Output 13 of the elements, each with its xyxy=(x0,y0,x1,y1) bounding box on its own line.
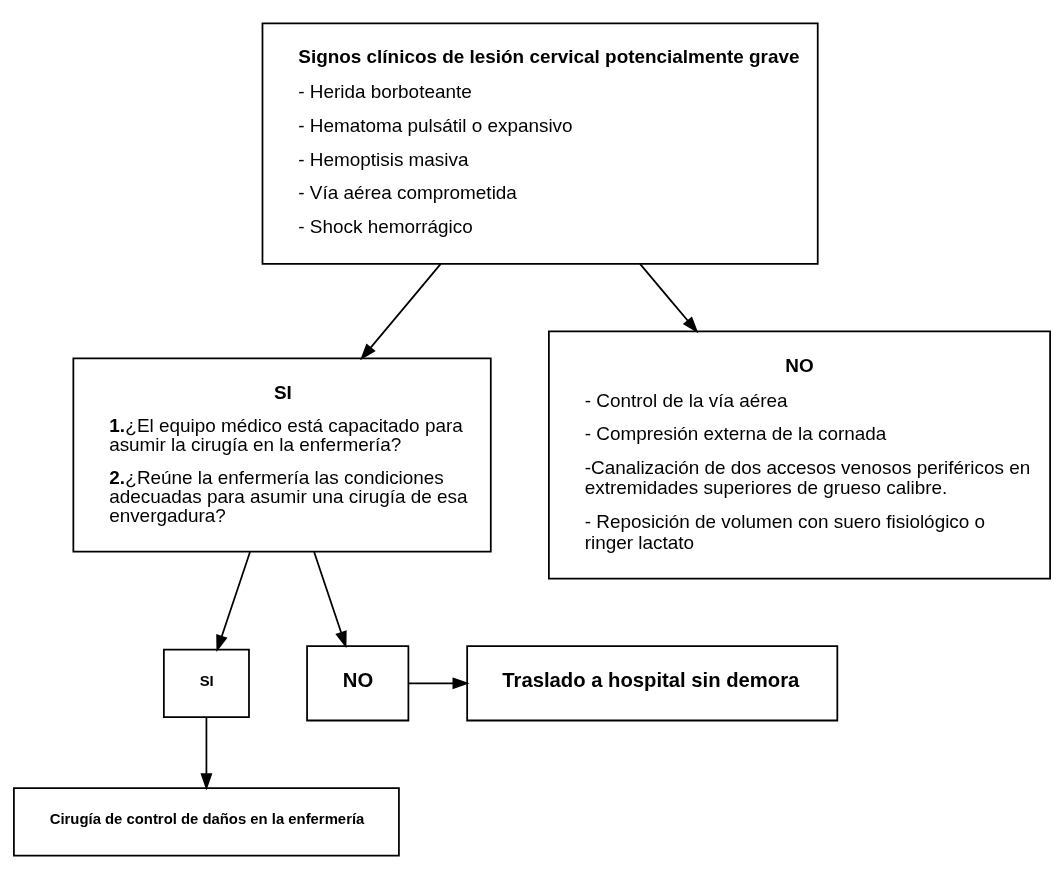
node-box: Traslado a hospital sin demora xyxy=(466,645,839,722)
arrow xyxy=(639,263,699,334)
node-box: NO xyxy=(306,645,410,722)
arrow xyxy=(360,263,442,361)
node-box: NO - Control de la vía aérea - Compresión externa de la cornada -Canalización de dos accesos venosos periféricos en extremidades superiores de grueso calibre. - Reposición de volumen con suero fisiológico o ringer lactato xyxy=(548,330,1051,580)
node-box: Cirugía de control de daños en la enfermería xyxy=(13,787,400,857)
node-box: SI 1.¿El equipo médico está capacitado para asumir la cirugía en la enfermería? 2.¿Reúne la enfermería las condiciones adecuadas para asumir una cirugía de esa envergadura? xyxy=(72,357,492,553)
node-box: Signos clínicos de lesión cervical potencialmente grave - Herida borboteante - Hematoma pulsátil o expansivo - Hemoptisis masiva - Vía aérea comprometida - Shock hemorrágico xyxy=(261,22,819,265)
arrow xyxy=(200,716,213,791)
arrow xyxy=(408,677,470,690)
node-box: SI xyxy=(163,648,250,718)
arrow xyxy=(313,551,347,649)
arrow xyxy=(216,551,251,653)
